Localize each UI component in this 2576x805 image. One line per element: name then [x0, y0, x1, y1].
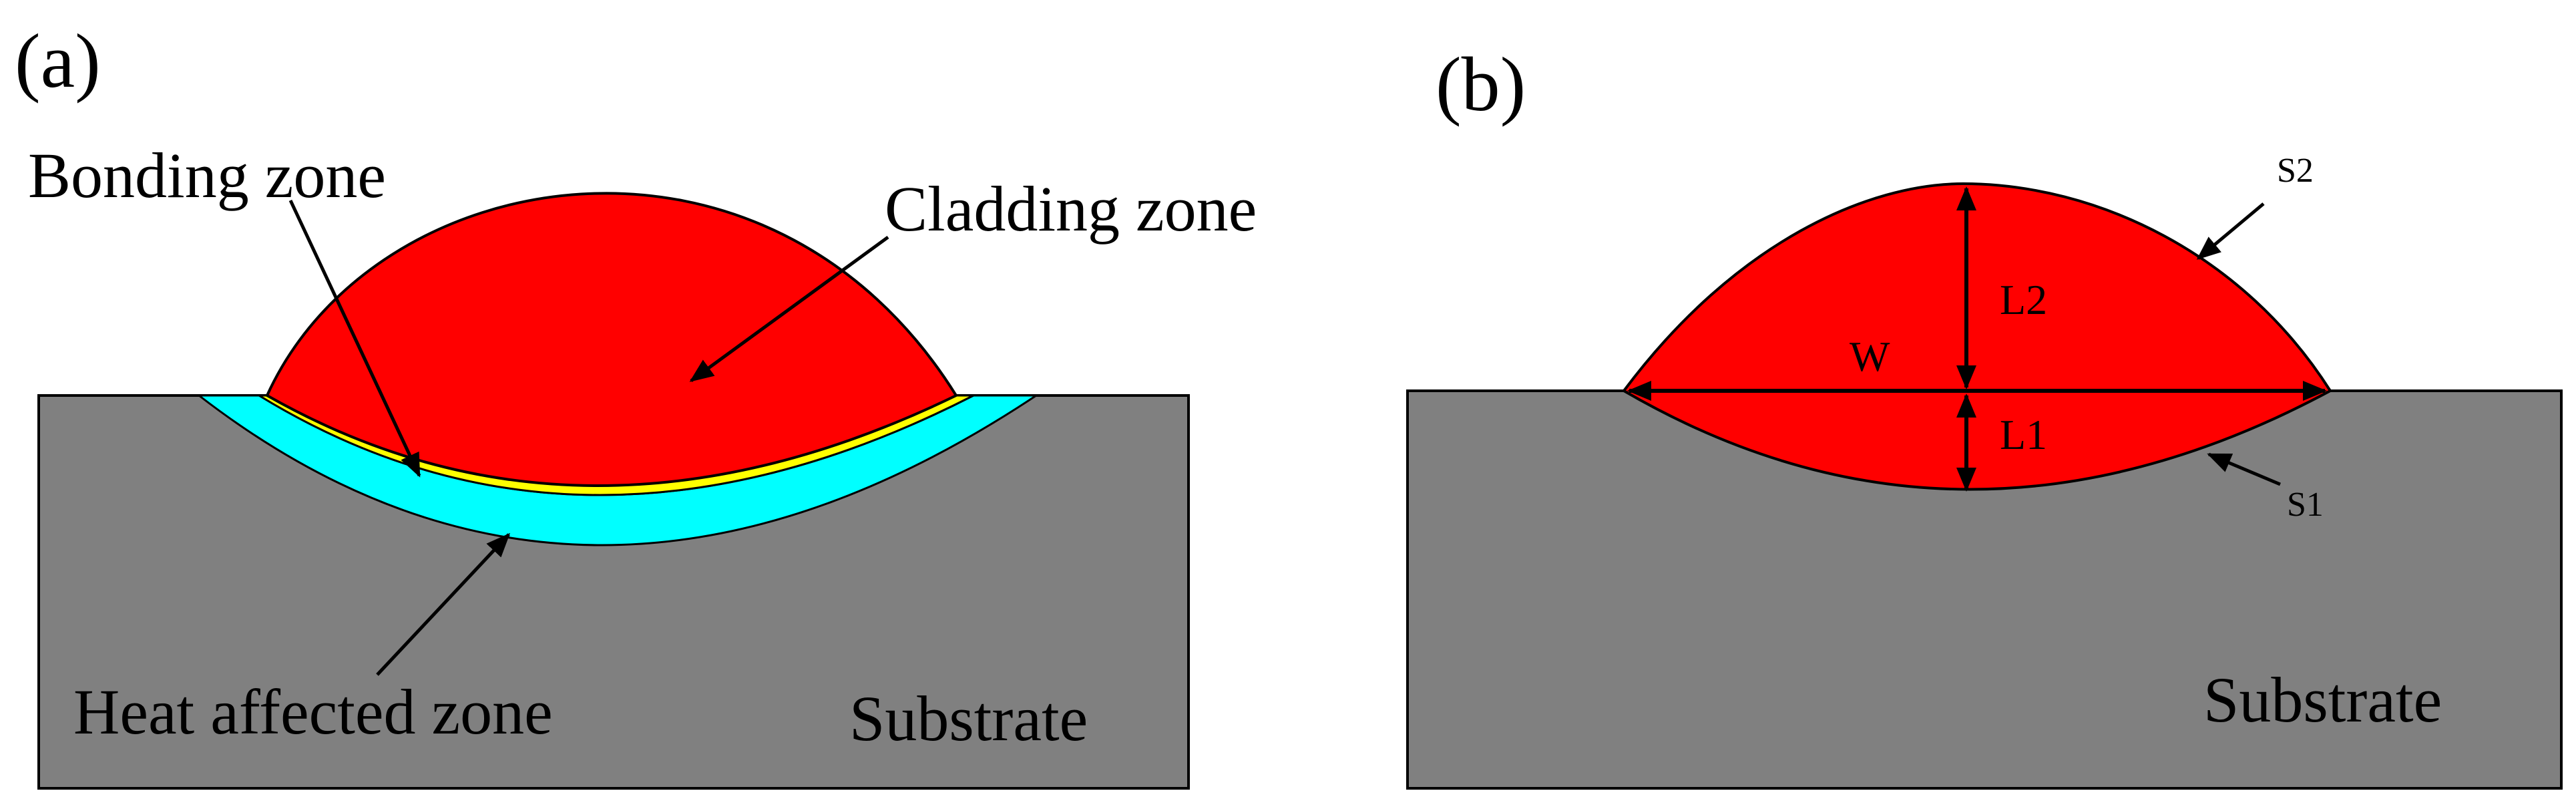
- substrate-label-b: Substrate: [2203, 664, 2442, 736]
- cladding-zone-label: Cladding zone: [885, 173, 1257, 245]
- panel-a: (a) Bonding zone Cladding zone Heat affe…: [15, 19, 1257, 790]
- bonding-zone-label: Bonding zone: [28, 140, 386, 211]
- width-label: W: [1850, 333, 1890, 380]
- clad-profile-lens: [1622, 182, 2332, 491]
- upper-profile-arrow: [2196, 202, 2265, 260]
- panel-b-letter: (b): [1436, 42, 1526, 128]
- cladding-zone-dome: [265, 192, 958, 487]
- height-above-label: L2: [2000, 276, 2047, 323]
- cladding-zone-arrow: [689, 235, 889, 383]
- lower-profile-label: S1: [2287, 486, 2324, 524]
- depth-below-label: L1: [2000, 411, 2047, 458]
- substrate-label-a: Substrate: [849, 683, 1088, 754]
- bonding-zone-arrow: [288, 199, 421, 478]
- lower-profile-arrow: [2207, 452, 2281, 486]
- heat-affected-zone-arrow: [376, 532, 511, 676]
- panel-a-letter: (a): [15, 19, 101, 104]
- panel-b: (b) W L2 L1 S2 S1 Substrate: [1406, 42, 2563, 790]
- heat-affected-zone-label: Heat affected zone: [73, 676, 553, 748]
- upper-profile-label: S2: [2277, 152, 2314, 190]
